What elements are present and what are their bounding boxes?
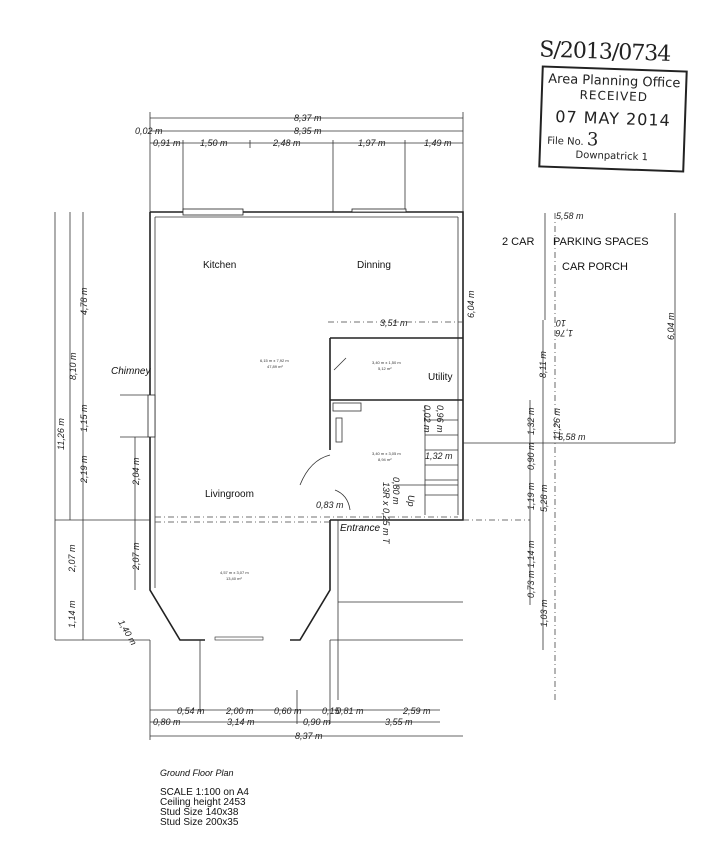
dim-right: 1,03 m [539,599,549,627]
area-bay: 13,40 m² [226,576,242,581]
porch-dim: 10 [556,318,566,328]
dim-right: 8,11 m [538,351,548,378]
dim-left: 2,07 m [131,542,141,571]
inner-dimensions: 0,83 m 1,32 m 0,80 m 0,96 m 0,02 m 3,51 … [316,290,476,510]
bottom-dimensions: 0,54 m 2,00 m 0,60 m 0,15 0,81 m 2,59 m … [149,640,463,741]
top-dimensions: 8,37 m 8,35 m 0,02 m 0,91 m 1,50 m 2,48 … [135,112,464,212]
porch-dim: 6,04 m [666,312,676,340]
area-hall: 8,94 m² [378,457,392,462]
stairs [395,405,458,515]
area-main: 6,15 m x 7,92 m [260,358,289,363]
dim-left: 1,40 m [116,618,139,647]
room-labels: Kitchen Dinning Utility Livingroom Entra… [111,260,452,581]
stamp-file-label: File No. [546,135,584,148]
window [182,208,244,216]
dim-left: 2,07 m [67,544,77,573]
note-line: Stud Size 140x38 [160,807,239,818]
dim-left: 1,14 m [67,600,77,628]
dim-bottom: 0,80 m [153,717,181,727]
dim-right: 11,26 m [552,408,562,440]
room-entrance: Entrance [340,523,380,534]
dim-left: 1,15 m [79,404,89,432]
stamp-file-number: 3 [586,129,599,151]
dim-right: 1,32 m [526,407,536,435]
label-chimney: Chimney [111,366,151,377]
dim-inner: 0,83 m [316,500,344,510]
dim-bottom: 0,90 m [303,717,331,727]
dim-bottom: 3,14 m [227,717,255,727]
dim-bottom: 2,00 m [225,706,254,716]
porch-label: PARKING SPACES [553,236,649,248]
area-utility: 3,40 m x 1,50 m [372,360,401,365]
dim-bottom: 2,59 m [402,706,431,716]
dim-right: 1,14 m [526,540,536,568]
dim-top-seg: 0,91 m [153,138,181,148]
dim-top-seg: 1,49 m [424,138,452,148]
dim-right: 0,73 m [526,570,536,598]
stairs-label: 13R x 0,25 m T [381,482,391,545]
dim-bottom-total: 8,37 m [295,731,323,741]
walls [120,208,530,700]
window [214,636,264,641]
dim-top-total: 8,37 m [294,113,322,123]
dim-bottom: 0,15 [322,706,341,716]
dim-right-height: 6,04 m [466,290,476,318]
stamp-date: 07 MAY 2014 [554,106,672,131]
dim-bottom: 0,81 m [336,706,364,716]
dim-top-offset: 0,02 m [135,126,163,136]
dim-top-seg: 1,97 m [358,138,386,148]
door-swing [299,454,331,486]
dim-utility-width: 3,51 m [380,318,408,328]
area-utility: 5,12 m² [378,366,392,371]
dim-right: 0,90 m [526,442,536,470]
room-dining: Dinning [357,260,391,271]
dim-inner: 0,96 m [435,405,445,433]
planning-office-stamp: S/2013/0734 Area Planning Office RECEIVE… [538,37,688,173]
area-hall: 3,40 m x 3,05 m [372,451,401,456]
left-dimensions: 11,26 m 8,10 m 4,78 m 1,15 m 2,19 m 2,07… [54,212,150,647]
dim-left: 4,78 m [79,287,89,315]
stairs-up: Up [406,495,416,507]
room-utility: Utility [428,372,452,383]
room-kitchen: Kitchen [203,260,236,271]
stamp-reference: S/2013/0734 [538,37,671,67]
room-living: Livingroom [205,489,254,500]
porch-label: CAR PORCH [562,261,628,273]
plan-title: Ground Floor Plan [160,768,234,778]
dim-top-seg: 1,50 m [200,138,228,148]
dim-inner: 1,32 m [425,451,453,461]
dim-left: 2,04 m [131,457,141,486]
area-main: 47,89 m² [267,364,283,369]
dim-left: 11,26 m [56,418,66,450]
note-line: Ceiling height 2453 [160,797,246,808]
dim-bottom: 3,55 m [385,717,413,727]
dim-right: 1,19 m [526,482,536,510]
dim-right: 5,28 m [539,484,549,512]
dim-top-seg: 2,48 m [272,138,301,148]
door-swing [333,357,347,371]
door-swing [334,489,351,511]
dim-bottom: 0,60 m [274,706,302,716]
porch-dim: 5,58 m [556,211,584,221]
right-dimensions: 8,11 m 1,32 m 0,90 m 1,19 m 1,14 m 0,73 … [526,320,562,650]
porch-dim: 5,58 m [558,432,586,442]
dim-bottom: 0,54 m [177,706,205,716]
porch-label: 2 CAR [502,236,534,248]
porch-dim: 1,76 [555,328,573,338]
car-porch: 2 CAR PARKING SPACES CAR PORCH 5,58 m 5,… [463,211,676,700]
window [351,208,407,213]
note-line: Stud Size 200x35 [160,817,239,828]
dim-inner: 0,02 m [422,405,432,433]
dim-left: 2,19 m [79,455,89,484]
dim-top-inner: 8,35 m [294,126,322,136]
dim-inner: 0,80 m [391,477,401,505]
area-bay: 4,57 m x 3,07 m [220,570,249,575]
chimney-breast [147,394,156,438]
note-line: SCALE 1:100 on A4 [160,787,249,798]
dim-left: 8,10 m [68,352,78,380]
plan-notes: Ground Floor Plan SCALE 1:100 on A4 Ceil… [160,768,249,828]
